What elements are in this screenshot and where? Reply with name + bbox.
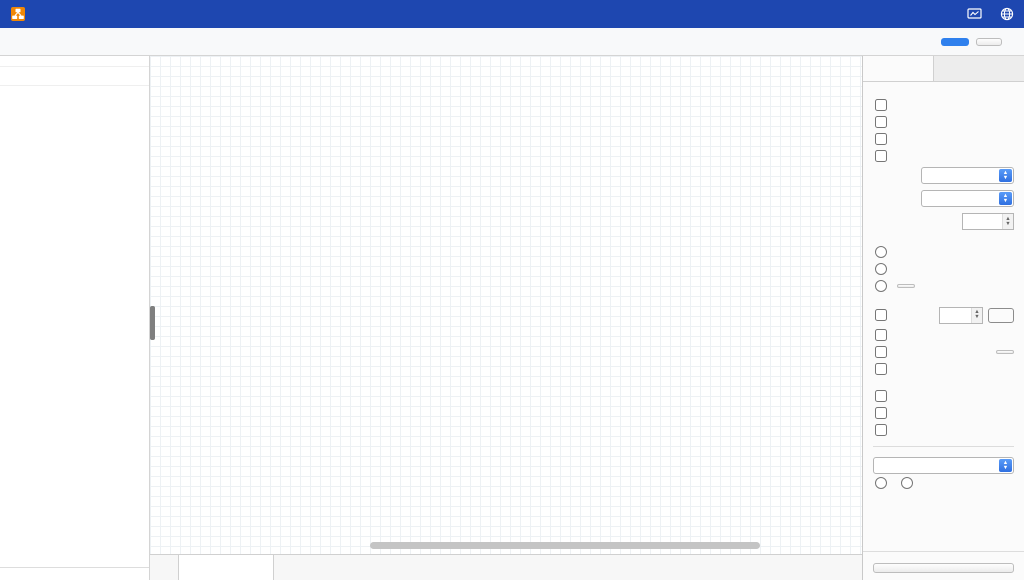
page-view-row (873, 328, 1014, 341)
guides-checkbox[interactable] (875, 423, 887, 436)
grid-color-button[interactable] (988, 307, 1014, 323)
current-editor-radio[interactable] (875, 262, 887, 275)
canvas[interactable] (150, 56, 862, 554)
connection-arrows-checkbox[interactable] (875, 389, 887, 402)
portrait-option (875, 477, 891, 489)
landscape-option (901, 477, 917, 489)
grid-row: ▲▼ (873, 306, 1014, 324)
more-shapes-button[interactable] (0, 567, 149, 580)
custom-radio[interactable] (875, 279, 887, 292)
drawio-logo-icon (10, 6, 26, 22)
high-res-row (873, 149, 1014, 162)
high-res-checkbox[interactable] (875, 149, 887, 162)
vertical-scrollbar[interactable] (150, 306, 155, 340)
zoom-setting-row: ▲▼ (873, 213, 1014, 230)
connection-points-checkbox[interactable] (875, 406, 887, 419)
close-button[interactable] (976, 37, 1002, 46)
diagram-svg (150, 56, 862, 554)
toolbar (0, 28, 1024, 56)
stepper-icon[interactable]: ▲▼ (971, 307, 982, 323)
zoom-input[interactable] (962, 213, 1014, 230)
page-tab[interactable] (178, 555, 274, 580)
connection-arrows-row (873, 389, 1014, 402)
main-area: ▲▼ ▲▼ ▲▼ (0, 56, 1024, 580)
lightbox-checkbox[interactable] (875, 115, 887, 128)
select-caret-icon: ▲▼ (999, 192, 1012, 205)
pages-bar (150, 554, 862, 580)
first-page-row (873, 245, 1014, 258)
center-checkbox[interactable] (875, 132, 887, 145)
select-caret-icon: ▲▼ (999, 169, 1012, 182)
page-view-checkbox[interactable] (875, 328, 887, 341)
landscape-radio[interactable] (901, 477, 913, 489)
edit-data-button[interactable] (873, 563, 1014, 573)
stepper-icon[interactable]: ▲▼ (1002, 214, 1013, 229)
sketch-icon[interactable] (967, 8, 982, 20)
tab-style[interactable] (934, 56, 1004, 81)
paper-size-select[interactable]: ▲▼ (873, 457, 1014, 474)
format-panel: ▲▼ ▲▼ ▲▼ (862, 56, 1024, 580)
shadow-checkbox[interactable] (875, 362, 887, 375)
shapes-sidebar (0, 56, 150, 580)
canvas-column (150, 56, 862, 580)
first-page-radio[interactable] (875, 245, 887, 258)
panel-bottom (863, 551, 1024, 580)
simple-viewer-checkbox[interactable] (875, 98, 887, 111)
shadow-row (873, 362, 1014, 375)
panel-close-icon[interactable] (1004, 56, 1024, 81)
guides-row (873, 423, 1014, 436)
tab-diagram[interactable] (863, 56, 934, 81)
orientation-row (875, 477, 1014, 489)
menubar (0, 0, 1024, 28)
background-checkbox[interactable] (875, 345, 887, 358)
portrait-radio[interactable] (875, 477, 887, 489)
panel-tabs (863, 56, 1024, 82)
divider (873, 446, 1014, 447)
links-setting-row: ▲▼ (873, 190, 1014, 207)
connection-points-row (873, 406, 1014, 419)
lightbox-row (873, 115, 1014, 128)
section-title-aws3d[interactable] (0, 56, 149, 67)
links-select[interactable]: ▲▼ (921, 190, 1014, 207)
image-button[interactable] (996, 349, 1014, 354)
add-page-button[interactable] (274, 555, 306, 580)
select-caret-icon: ▲▼ (999, 459, 1012, 472)
horizontal-scrollbar[interactable] (370, 542, 760, 549)
center-row (873, 132, 1014, 145)
background-row (873, 345, 1014, 358)
toolbar-select[interactable]: ▲▼ (921, 167, 1014, 184)
section-title-network[interactable] (0, 75, 149, 86)
language-globe-icon[interactable] (1000, 7, 1014, 21)
current-editor-row (873, 262, 1014, 275)
network-shape-grid (0, 86, 149, 94)
grid-checkbox[interactable] (875, 309, 887, 321)
panel-body: ▲▼ ▲▼ ▲▼ (863, 82, 1024, 551)
customize-button[interactable] (897, 283, 915, 288)
pages-menu-icon[interactable] (150, 555, 178, 580)
simple-viewer-row (873, 98, 1014, 111)
toolbar-setting-row: ▲▼ (873, 167, 1014, 184)
publish-button[interactable] (941, 37, 969, 46)
custom-row (873, 279, 1014, 292)
aws-shape-grid (0, 67, 149, 75)
